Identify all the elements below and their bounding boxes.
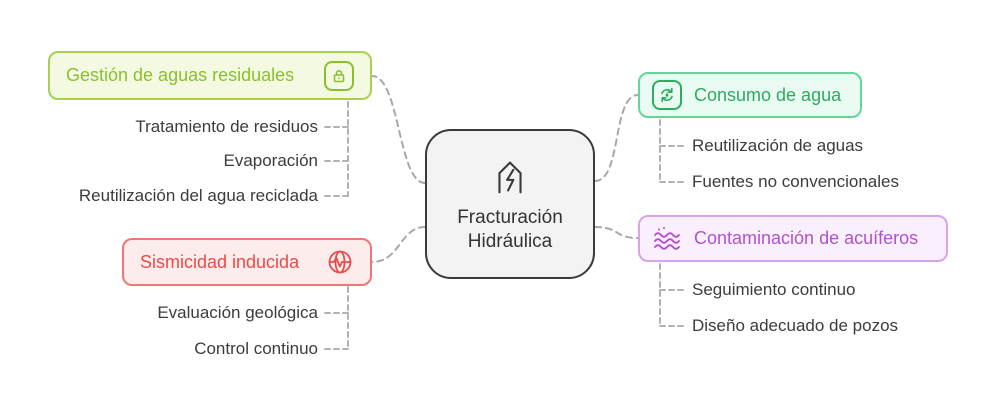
branch-wastewater-label: Gestión de aguas residuales xyxy=(66,65,295,85)
leaf-label: Tratamiento de residuos xyxy=(135,117,318,136)
branch-aquifer-contamination[interactable]: Contaminación de acuíferos xyxy=(638,215,948,262)
branch-water-consumption[interactable]: Consumo de agua xyxy=(638,72,862,118)
branch-wastewater-management[interactable]: Gestión de aguas residuales xyxy=(48,51,372,100)
leaf-evaporacion[interactable]: Evaporación xyxy=(223,150,318,172)
central-title-line1: Fracturación xyxy=(457,207,563,229)
leaf-reutilizacion-agua-reciclada[interactable]: Reutilización del agua reciclada xyxy=(79,185,318,207)
leaf-seguimiento-continuo[interactable]: Seguimiento continuo xyxy=(692,279,856,301)
leaf-evaluacion-geologica[interactable]: Evaluación geológica xyxy=(157,302,318,324)
fracking-house-icon xyxy=(487,154,533,200)
leaf-reutilizacion-de-aguas[interactable]: Reutilización de aguas xyxy=(692,135,863,157)
leaf-diseno-adecuado-de-pozos[interactable]: Diseño adecuado de pozos xyxy=(692,315,898,337)
leaf-label: Diseño adecuado de pozos xyxy=(692,316,899,335)
leaf-label: Reutilización de aguas xyxy=(692,136,864,155)
leaf-label: Control continuo xyxy=(194,339,318,358)
branch-aquifer-contamination-label: Contaminación de acuíferos xyxy=(694,228,919,248)
leaf-label: Fuentes no convencionales xyxy=(692,172,899,191)
leaf-tratamiento-de-residuos[interactable]: Tratamiento de residuos xyxy=(135,116,318,138)
central-title-line2: Hidráulica xyxy=(467,231,553,252)
globe-seismic-icon xyxy=(326,248,354,276)
leaf-label: Evaporación xyxy=(223,151,318,170)
leaf-label: Seguimiento continuo xyxy=(692,280,856,299)
polluted-water-waves-icon xyxy=(652,225,682,253)
leaf-fuentes-no-convencionales[interactable]: Fuentes no convencionales xyxy=(692,171,899,193)
branch-seismicity-label: Sismicidad inducida xyxy=(140,251,300,272)
branch-water-consumption-label: Consumo de agua xyxy=(694,84,842,105)
central-node-title: Fracturación Hidráulica xyxy=(457,206,563,254)
central-node-fracturacion-hidraulica[interactable]: Fracturación Hidráulica xyxy=(425,129,595,279)
leaf-label: Reutilización del agua reciclada xyxy=(78,186,318,205)
leaf-label: Evaluación geológica xyxy=(157,303,318,322)
lock-recycle-icon xyxy=(324,60,354,91)
water-recycle-icon xyxy=(652,80,682,110)
leaf-control-continuo[interactable]: Control continuo xyxy=(194,338,318,360)
branch-induced-seismicity[interactable]: Sismicidad inducida xyxy=(122,238,372,286)
